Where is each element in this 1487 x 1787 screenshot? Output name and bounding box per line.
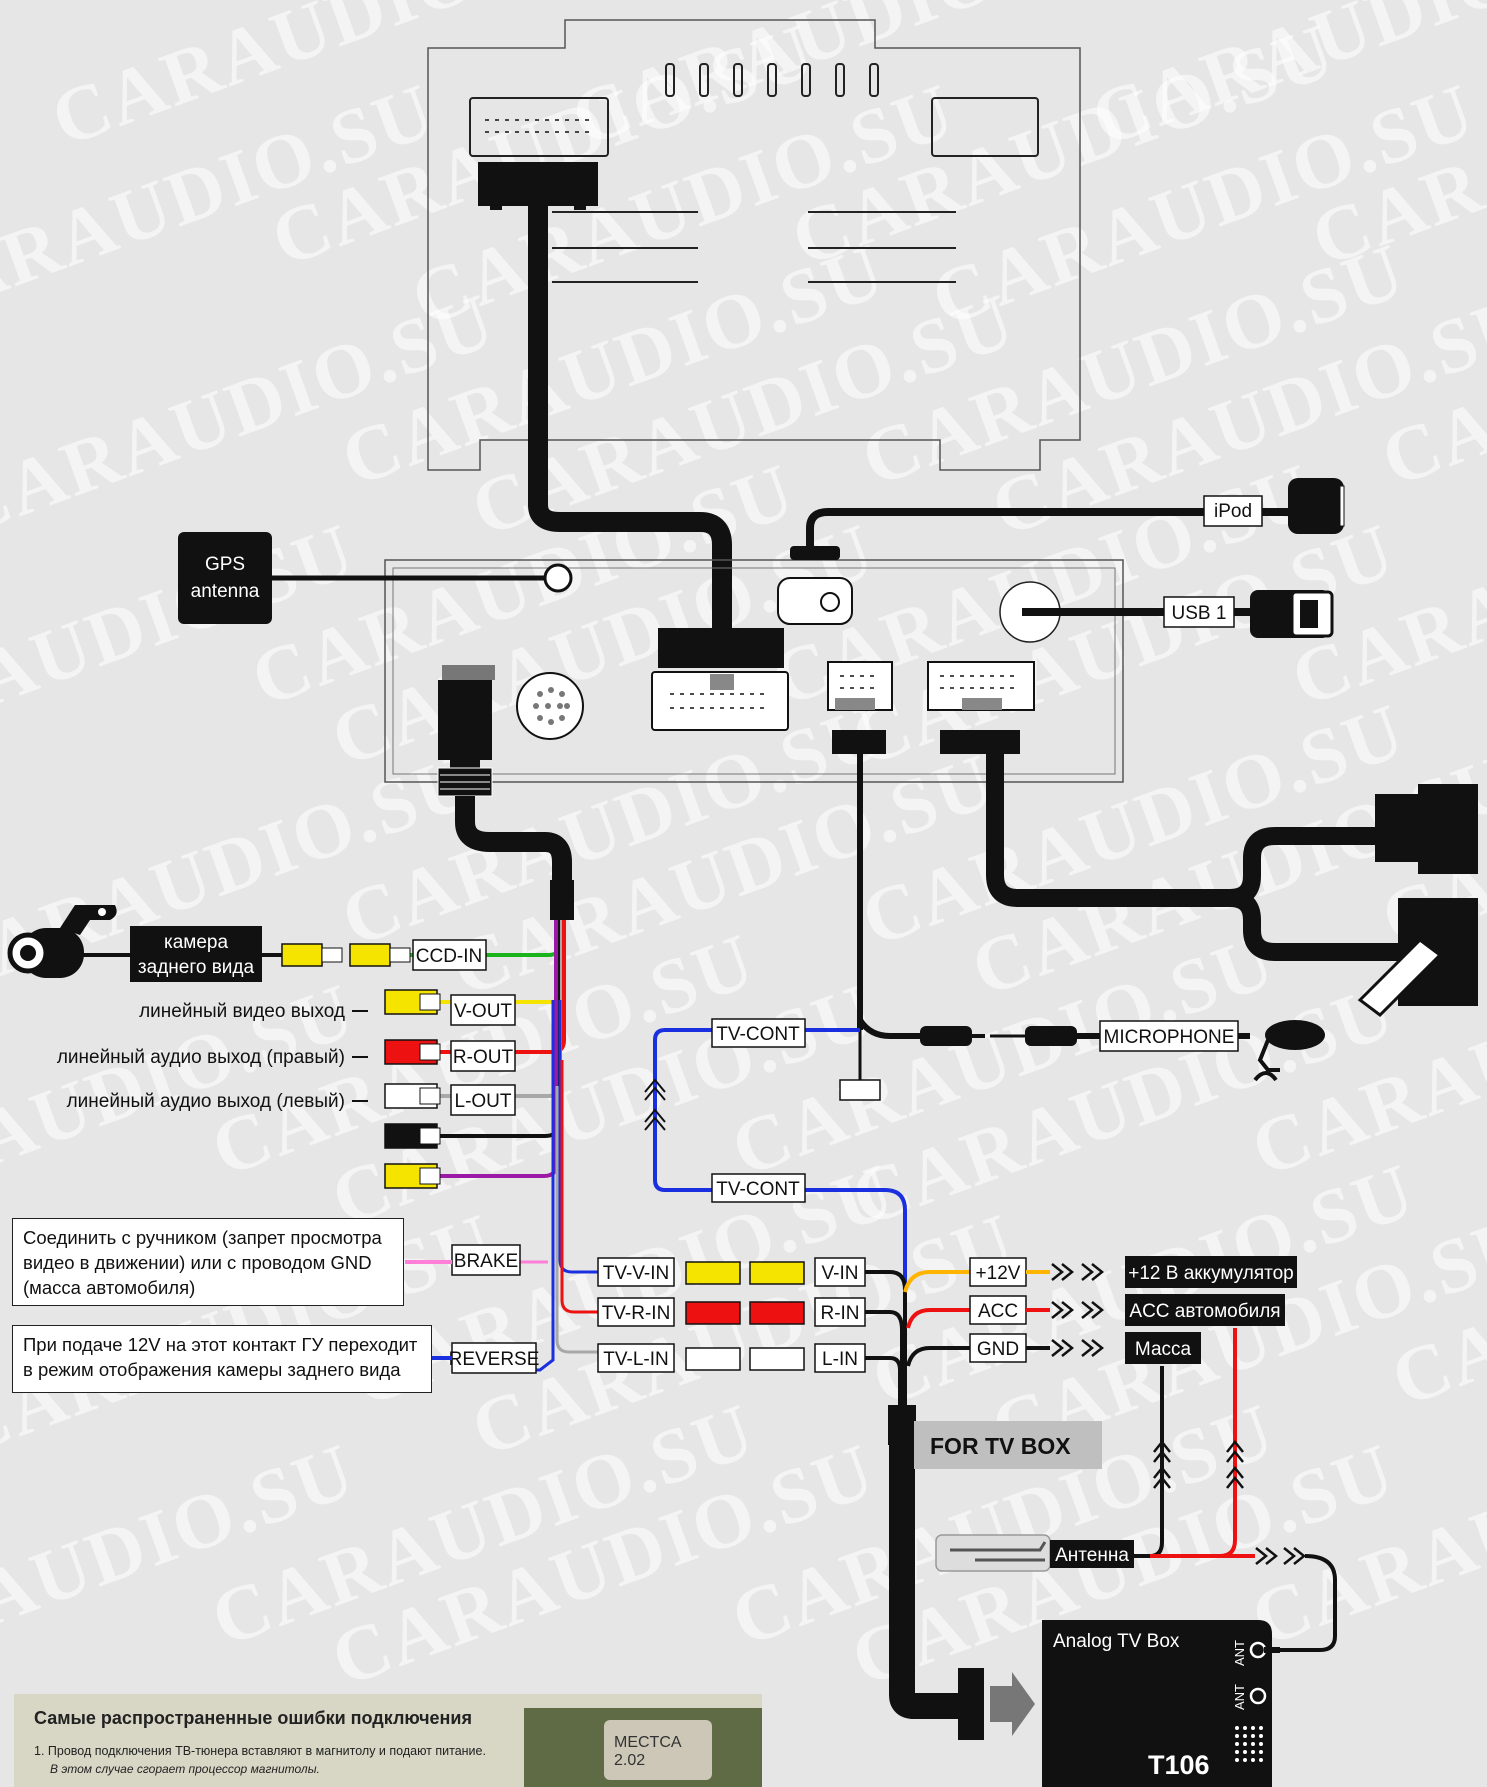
l-out-label-box <box>450 1084 516 1116</box>
errors-item-1: 1. Провод подключения ТВ-тюнера вставляю… <box>34 1744 486 1758</box>
ccd-in-label: CCD-IN <box>416 946 483 967</box>
rca-black <box>384 1123 441 1149</box>
ground-label-box <box>1125 1332 1201 1364</box>
l-in-label: L-IN <box>822 1349 858 1370</box>
tv-box-ant-port-2[interactable] <box>1249 1687 1267 1705</box>
acc-label: ACC <box>978 1301 1018 1322</box>
ground-label: Масса <box>1135 1339 1192 1360</box>
brake-label: BRAKE <box>454 1251 518 1272</box>
head-unit-rear-panel <box>384 559 1124 783</box>
gnd-label: GND <box>977 1339 1019 1360</box>
tv-v-in-label: TV-V-IN <box>603 1263 670 1284</box>
tv-v-in-row <box>597 1257 866 1287</box>
plus12v-label-box <box>969 1257 1027 1287</box>
usb-label: USB 1 <box>1172 603 1227 624</box>
processor-chip: MECTCA 2.02 <box>604 1720 712 1780</box>
gnd-label-box <box>969 1333 1027 1363</box>
antenna-arrows <box>1153 1439 1307 1565</box>
tv-cont-label-1: TV-CONT <box>716 1024 800 1045</box>
gps-label-line2: antenna <box>191 581 260 602</box>
tv-cont-label-box-2 <box>711 1173 806 1203</box>
tv-box-ant-label-2: ANT <box>1232 1684 1247 1710</box>
microphone-icon <box>1265 1020 1325 1050</box>
v-out-label-box <box>450 994 516 1026</box>
rca-v-out <box>384 989 441 1015</box>
ccd-rca-pair <box>281 943 411 967</box>
antenna-label: Антенна <box>1055 1545 1129 1566</box>
reverse-note: При подаче 12V на этот контакт ГУ перехо… <box>12 1325 432 1393</box>
ipod-label: iPod <box>1214 501 1252 522</box>
r-out-label-box <box>450 1040 516 1072</box>
camera-label-box <box>130 926 262 982</box>
tv-box-ant-label-1: ANT <box>1232 1640 1247 1666</box>
line-video-out-text: линейный видео выход <box>139 1001 345 1022</box>
r-out-label: R-OUT <box>453 1047 514 1068</box>
r-in-label: R-IN <box>820 1303 859 1324</box>
tv-cont-label-box-1 <box>711 1018 806 1048</box>
ipod-plug <box>1288 478 1344 534</box>
battery-label-box <box>1125 1256 1297 1288</box>
tv-box-title: Analog TV Box <box>1053 1631 1180 1652</box>
microphone-label: MICROPHONE <box>1104 1027 1235 1048</box>
camera-label-line2: заднего вида <box>138 957 255 978</box>
l-out-label: L-OUT <box>455 1091 512 1112</box>
errors-item-1-note: В этом случае сгорает процессор магнитол… <box>50 1762 320 1776</box>
common-errors-panel: Самые распространенные ошибки подключени… <box>14 1694 762 1787</box>
circuit-board-photo: MECTCA 2.02 <box>524 1708 762 1787</box>
main-harness-socket[interactable] <box>651 671 789 731</box>
acc-car-label-box <box>1125 1294 1285 1326</box>
battery-label: +12 В аккумулятор <box>1128 1263 1294 1284</box>
plus12v-label: +12V <box>976 1263 1021 1284</box>
line-audio-left-text: линейный аудио выход (левый) <box>67 1091 345 1112</box>
errors-title: Самые распространенные ошибки подключени… <box>34 1708 472 1728</box>
ipod-port <box>777 577 853 625</box>
rear-camera-icon <box>7 905 117 978</box>
reverse-label: REVERSE <box>449 1349 540 1370</box>
rca-r-out <box>384 1039 441 1065</box>
ccd-in-label-box <box>412 939 487 971</box>
camera-label-line1: камера <box>164 932 228 953</box>
tv-cont-label-2: TV-CONT <box>716 1179 800 1200</box>
antenna-icon <box>935 1534 1051 1572</box>
tv-r-in-label: TV-R-IN <box>602 1303 671 1324</box>
rca-l-out <box>384 1083 441 1109</box>
for-tv-box-label: FOR TV BOX <box>930 1433 1071 1459</box>
ipod-label-box <box>1203 495 1263 527</box>
head-unit-top <box>427 19 1081 471</box>
v-in-label: V-IN <box>822 1263 859 1284</box>
v-out-label: V-OUT <box>454 1001 512 1022</box>
antenna-label-box <box>1050 1540 1134 1568</box>
reverse-label-box <box>451 1342 537 1374</box>
analog-tv-box <box>1042 1620 1272 1787</box>
tv-box-vent <box>1235 1726 1263 1762</box>
usb-label-box <box>1163 596 1235 628</box>
power-arrows <box>1051 1263 1105 1357</box>
tv-l-in-row <box>597 1343 866 1373</box>
acc-car-label: ACC автомобиля <box>1129 1301 1280 1322</box>
line-audio-right-text: линейный аудио выход (правый) <box>57 1047 345 1068</box>
gps-socket <box>543 563 573 593</box>
brake-note: Соединить с ручником (запрет просмотра в… <box>12 1218 404 1306</box>
gps-label-line1: GPS <box>205 554 245 575</box>
tv-l-in-label: TV-L-IN <box>603 1349 668 1370</box>
tv-r-in-row <box>597 1297 866 1327</box>
rca-yellow-2 <box>384 1163 441 1189</box>
gps-antenna <box>178 532 272 624</box>
tv-box-model: T106 <box>1148 1750 1210 1780</box>
for-tv-box-label-box <box>914 1421 1102 1469</box>
